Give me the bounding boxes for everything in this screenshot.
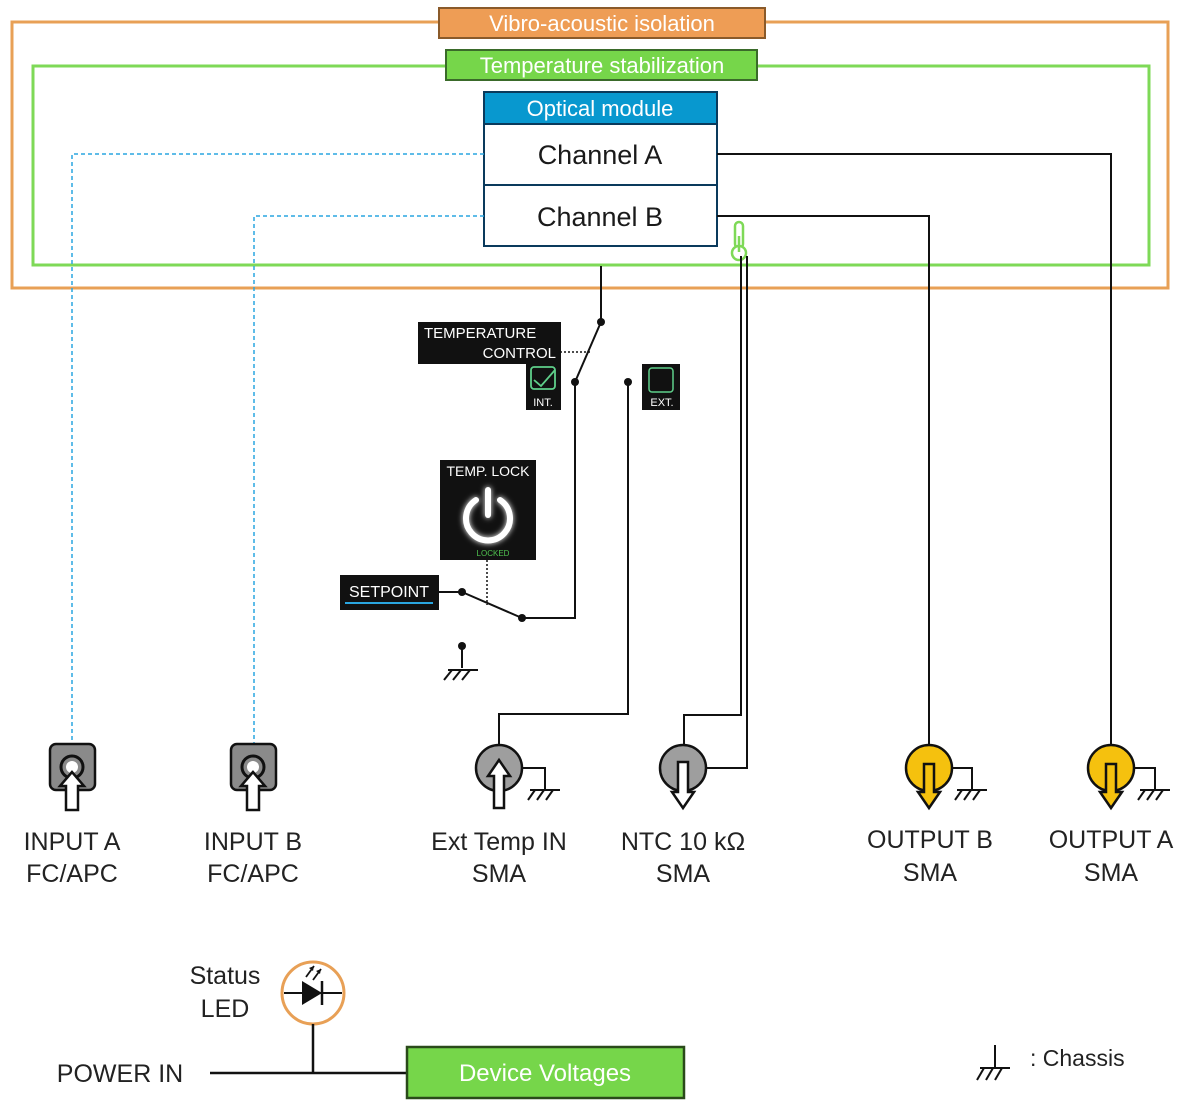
checkbox-unchecked-icon — [648, 367, 674, 393]
chassis-ground-icons — [522, 767, 1170, 801]
connector-label-input-a-2: FC/APC — [26, 860, 118, 888]
fiber-lines — [71, 153, 484, 768]
chassis-legend-label: : Chassis — [1030, 1045, 1125, 1071]
device-voltages-box — [405, 1045, 686, 1100]
connector-label-output-a-2: SMA — [1084, 859, 1139, 887]
connector-label-ntc-1: NTC 10 kΩ — [621, 828, 745, 856]
fc-connector-input-b — [229, 742, 278, 812]
vibro-isolation-label-box — [438, 7, 766, 39]
connector-label-output-b-1: OUTPUT B — [867, 826, 993, 854]
connector-label-input-a-1: INPUT A — [24, 828, 121, 856]
optical-module-label: Optical module — [527, 96, 674, 121]
temp-stabilization-label: Temperature stabilization — [480, 53, 725, 78]
temp-control-label-1: TEMPERATURE — [424, 325, 536, 342]
temp-lock-label: TEMP. LOCK — [447, 463, 531, 479]
status-led-label-2: LED — [201, 995, 250, 1023]
sma-connector-output-a — [1086, 743, 1136, 811]
switch-contacts — [458, 318, 632, 650]
optical-module-header — [483, 91, 718, 125]
connector-label-input-b-2: FC/APC — [207, 860, 299, 888]
thermometer-icon — [730, 220, 748, 262]
temp-control-panel — [418, 322, 561, 364]
checkbox-checked-icon — [530, 366, 556, 390]
locked-label: LOCKED — [477, 549, 510, 558]
led-icon — [280, 960, 346, 1026]
status-led-label-1: Status — [190, 962, 261, 990]
power-in-label: POWER IN — [57, 1060, 183, 1088]
setpoint-label: SETPOINT — [349, 584, 429, 601]
sma-connector-ext-temp — [474, 743, 524, 810]
channel-a-label: Channel A — [538, 140, 663, 170]
ext-label: EXT. — [650, 397, 673, 409]
sma-connector-ntc — [658, 743, 708, 811]
ground-icon — [443, 669, 478, 681]
output-wires — [438, 153, 1112, 770]
device-voltages-label: Device Voltages — [459, 1060, 631, 1087]
temp-control-label-2: CONTROL — [483, 345, 556, 362]
connector-label-output-a-1: OUTPUT A — [1049, 826, 1174, 854]
vibro-isolation-label: Vibro-acoustic isolation — [489, 11, 715, 36]
setpoint-panel[interactable] — [340, 575, 439, 610]
chassis-legend-icon — [976, 1045, 1010, 1081]
sma-connector-output-b — [904, 743, 954, 811]
power-icon — [463, 487, 513, 544]
connector-label-input-b-1: INPUT B — [204, 828, 302, 856]
int-label: INT. — [533, 397, 553, 409]
connector-label-ext-temp-1: Ext Temp IN — [431, 828, 567, 856]
fc-connector-input-a — [48, 742, 97, 812]
channel-b-label: Channel B — [537, 202, 663, 232]
temp-stabilization-label-box — [445, 49, 758, 81]
connector-label-ntc-2: SMA — [656, 860, 711, 888]
connector-label-ext-temp-2: SMA — [472, 860, 527, 888]
connector-label-output-b-2: SMA — [903, 859, 958, 887]
